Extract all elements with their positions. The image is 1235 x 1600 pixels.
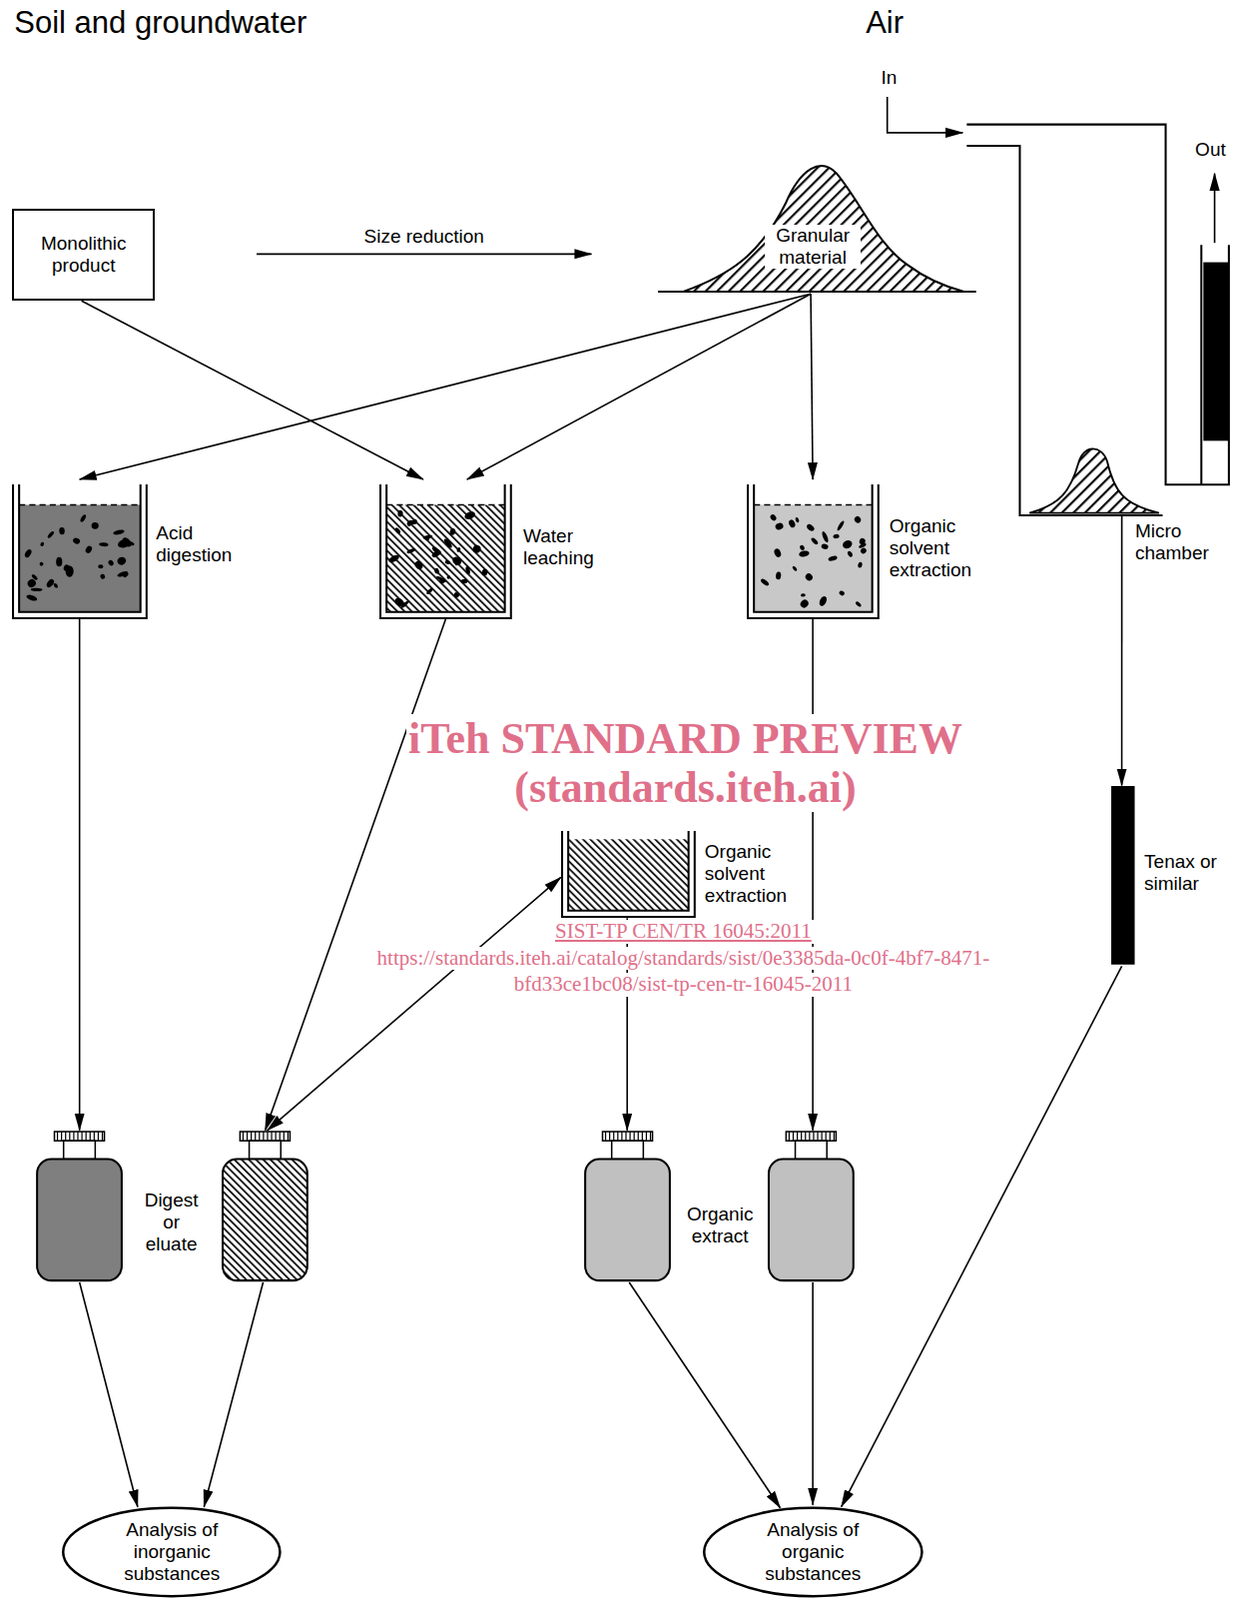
sample-bottles: Organic extract — [579, 1130, 860, 1285]
watermark: iTeh STANDARD PREVIEW — [406, 713, 965, 763]
beaker-wall — [747, 484, 879, 618]
label-anchor: https://standards.iteh.ai/catalog/standa… — [375, 946, 993, 971]
beaker-contents — [386, 505, 505, 613]
node-text: Tenax or similar — [1144, 850, 1235, 895]
label-anchor: Air — [863, 5, 906, 41]
outlet-arrow — [1214, 173, 1217, 243]
analysis-ellipse: Analysis of organic substances — [701, 1504, 925, 1599]
beaker-contents — [18, 505, 141, 613]
beaker-vessel: Water leaching — [379, 479, 624, 619]
beaker-vessel-shape — [746, 479, 987, 619]
label-anchor: Soil and groundwater — [11, 5, 309, 41]
beaker-vessel: Acid digestion — [11, 479, 257, 619]
node-text: Monolithic product — [20, 232, 146, 277]
label-anchor: In — [879, 66, 900, 88]
flow-arrow — [79, 293, 811, 480]
sorbent-tube: Tenax or similar — [1109, 785, 1235, 967]
micro-chamber: Micro chamber — [1019, 438, 1235, 567]
edge-label: Size reduction — [361, 225, 488, 248]
heading: Air — [863, 5, 906, 41]
outlet-tube — [1200, 244, 1203, 485]
node-text: Analysis of organic substances — [751, 1518, 875, 1585]
flow-arrow — [841, 965, 1123, 1506]
label-anchor: bfd33ce1bc08/sist-tp-cen-tr-16045-2011 — [512, 972, 855, 997]
chamber-wall — [966, 124, 1230, 486]
flow-arrow — [81, 300, 424, 480]
particles — [759, 513, 868, 610]
inlet-arrow — [887, 96, 964, 133]
ground-line — [657, 290, 977, 293]
bottle — [36, 1131, 122, 1280]
chamber-wall — [966, 145, 1163, 516]
flow-arrow — [79, 1281, 138, 1507]
pile-outline — [682, 165, 964, 292]
node-text: Micro chamber — [1135, 520, 1230, 565]
flow-arrow — [203, 1281, 263, 1507]
watermark: bfd33ce1bc08/sist-tp-cen-tr-16045-2011 — [512, 972, 855, 997]
flow-arrow — [1121, 515, 1124, 786]
beaker-contents — [568, 839, 689, 911]
liquid-surface — [18, 504, 141, 507]
beaker-wall — [753, 484, 872, 613]
node-text: Analysis of inorganic substances — [110, 1518, 234, 1585]
sample-pile — [1030, 449, 1161, 514]
analysis-ellipse: Analysis of inorganic substances — [60, 1504, 283, 1599]
bottle — [585, 1131, 670, 1280]
watermark: SIST-TP CEN/TR 16045:2011 — [553, 919, 814, 944]
granular-pile-shape — [657, 152, 977, 294]
liquid-surface — [386, 504, 505, 507]
flow-arrow — [628, 1281, 780, 1508]
beaker-wall — [12, 484, 147, 618]
label-anchor: SIST-TP CEN/TR 16045:2011 — [553, 919, 814, 944]
flow-arrow — [256, 253, 592, 256]
beaker-vessel: Organic solvent extraction — [746, 479, 996, 619]
flow-arrow — [78, 618, 81, 1131]
flow-arrow — [810, 293, 813, 480]
liquid-surface — [753, 504, 872, 507]
node-text: Granular material — [764, 224, 861, 269]
beaker-wall — [568, 830, 689, 911]
beaker-wall — [386, 484, 505, 613]
beaker-wall — [380, 484, 512, 618]
granular-pile: Granular material — [657, 152, 977, 294]
product-box: Monolithic product — [11, 208, 155, 301]
node-text: Organic solvent extraction — [704, 840, 807, 907]
beaker-contents — [753, 505, 872, 613]
particles — [387, 510, 489, 610]
bottle — [222, 1131, 308, 1280]
ellipse-outline — [62, 1506, 280, 1595]
node-text: Digest or eluate — [138, 1189, 204, 1255]
label-anchor: (standards.iteh.ai) — [512, 762, 858, 812]
node-text: Acid digestion — [155, 522, 253, 567]
watermark: (standards.iteh.ai) — [512, 762, 858, 812]
flow-arrow — [811, 1281, 814, 1505]
heading: Soil and groundwater — [11, 5, 309, 41]
outlet-sorbent — [1203, 262, 1230, 442]
bottle — [768, 1131, 854, 1280]
watermark: https://standards.iteh.ai/catalog/standa… — [375, 946, 993, 971]
heading: Out — [1193, 138, 1229, 160]
flow-arrow — [811, 618, 814, 1131]
node-text: Organic solvent extraction — [889, 515, 992, 582]
particles — [23, 513, 136, 602]
sample-bottles: Digest or eluate — [30, 1130, 312, 1285]
label-anchor: iTeh STANDARD PREVIEW — [406, 713, 965, 763]
beaker-vessel: Organic solvent extraction — [561, 825, 811, 918]
flow-arrow — [267, 876, 562, 1130]
heading: In — [879, 66, 900, 88]
tube-body — [1111, 785, 1135, 965]
node-text: Organic extract — [678, 1203, 761, 1247]
node-text: Water leaching — [523, 525, 620, 570]
label-anchor: Size reduction — [361, 225, 488, 248]
beaker-wall — [562, 830, 695, 917]
flow-arrow — [467, 293, 811, 480]
ellipse-outline — [703, 1506, 922, 1595]
beaker-wall — [18, 484, 141, 613]
label-anchor: Out — [1193, 138, 1229, 160]
